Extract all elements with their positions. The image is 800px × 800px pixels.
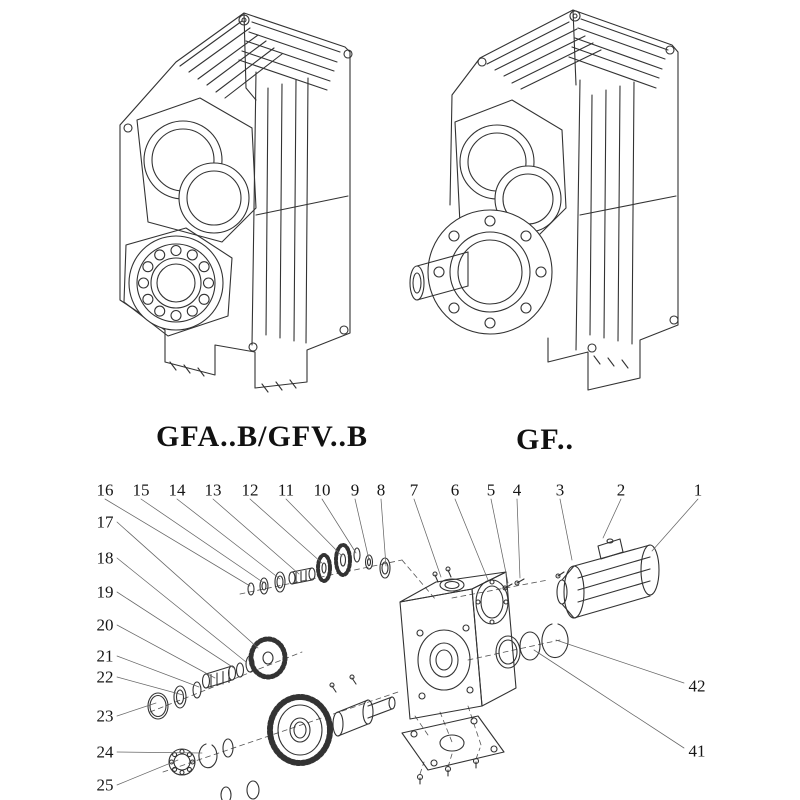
intermediate-shaft-parts bbox=[147, 636, 288, 720]
figure-label-right: GF.. bbox=[516, 423, 574, 456]
gearbox-drawing-gfab-gfvb bbox=[119, 12, 353, 393]
part-callout-16: 16 bbox=[96, 480, 114, 500]
part-callout-10: 10 bbox=[313, 480, 331, 500]
part-callout-18: 18 bbox=[96, 548, 114, 568]
housing bbox=[399, 566, 517, 720]
part-callout-24: 24 bbox=[96, 742, 114, 762]
input-shaft-parts bbox=[247, 543, 391, 596]
part-callout-1: 1 bbox=[693, 480, 703, 500]
part-callout-15: 15 bbox=[132, 480, 150, 500]
part-callout-5: 5 bbox=[486, 480, 496, 500]
part-callout-11: 11 bbox=[277, 480, 295, 500]
part-callout-25: 25 bbox=[96, 775, 114, 795]
bottom-cover-plate bbox=[401, 715, 505, 785]
cover-and-screws bbox=[475, 578, 525, 625]
part-callout-19: 19 bbox=[96, 582, 114, 602]
part-callout-22: 22 bbox=[96, 667, 114, 687]
bearing-rollers bbox=[137, 244, 215, 322]
motor bbox=[555, 538, 660, 619]
part-callout-3: 3 bbox=[555, 480, 565, 500]
part-callout-13: 13 bbox=[204, 480, 222, 500]
part-callout-17: 17 bbox=[96, 512, 114, 532]
output-shaft bbox=[409, 251, 469, 301]
part-callout-7: 7 bbox=[409, 480, 419, 500]
part-callout-20: 20 bbox=[96, 615, 114, 635]
flange-bolt-holes bbox=[433, 215, 547, 329]
part-callout-8: 8 bbox=[376, 480, 386, 500]
part-callout-14: 14 bbox=[168, 480, 186, 500]
retaining-rings bbox=[495, 623, 569, 669]
part-callout-12: 12 bbox=[241, 480, 259, 500]
part-callout-21: 21 bbox=[96, 646, 114, 666]
output-shaft-parts bbox=[168, 674, 396, 800]
part-callout-2: 2 bbox=[616, 480, 626, 500]
gearbox-drawing-gf bbox=[409, 9, 679, 391]
part-callout-23: 23 bbox=[96, 706, 114, 726]
part-callout-9: 9 bbox=[350, 480, 360, 500]
figure-label-left: GFA..B/GFV..B bbox=[156, 420, 368, 453]
part-callout-4: 4 bbox=[512, 480, 522, 500]
part-callout-6: 6 bbox=[450, 480, 460, 500]
exploded-view-drawing bbox=[104, 498, 699, 800]
assembly-axis-lines bbox=[149, 559, 561, 775]
part-callout-41: 41 bbox=[688, 741, 706, 761]
leader-lines bbox=[104, 498, 699, 786]
part-callout-42: 42 bbox=[688, 676, 706, 696]
